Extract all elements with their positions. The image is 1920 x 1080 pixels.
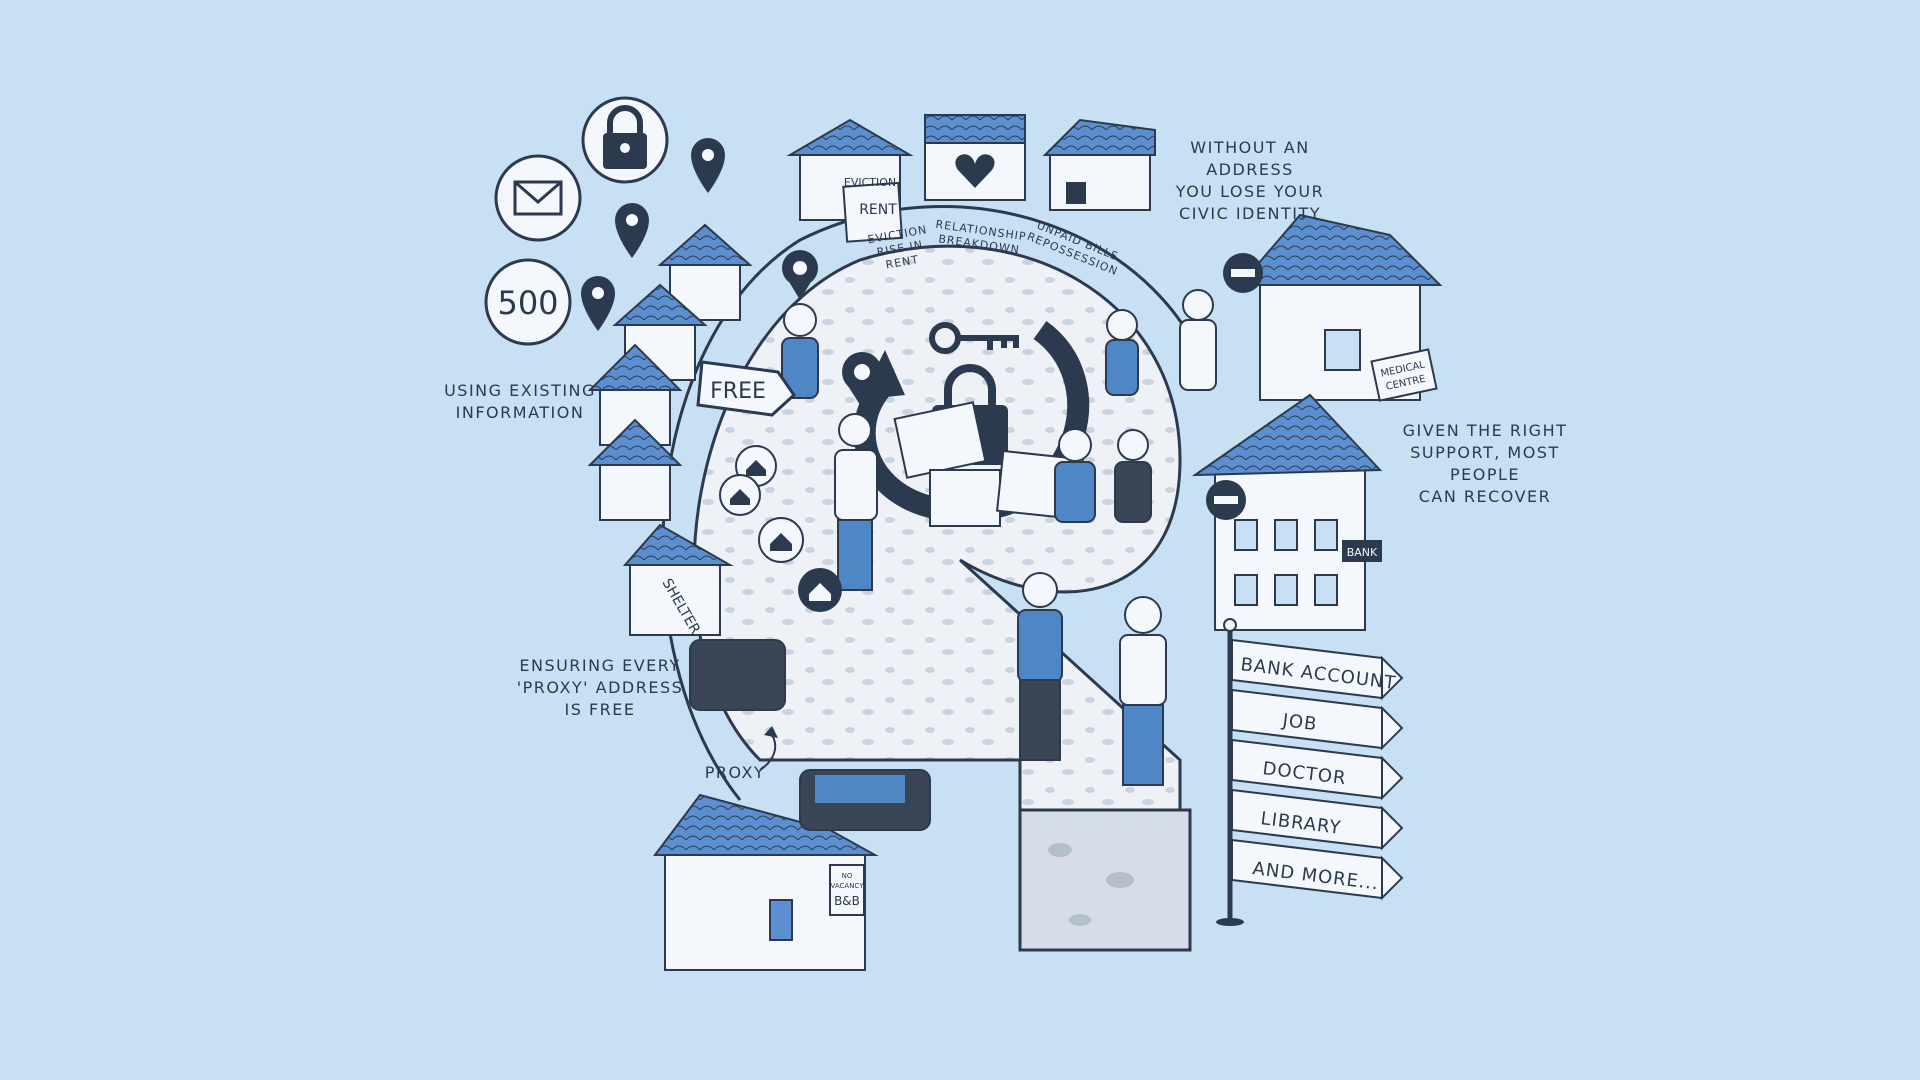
map-pin-icon: [615, 203, 649, 258]
map-pin-icon: [782, 250, 818, 300]
envelope-icon: [494, 154, 582, 242]
bnb-sign: NO VACANCY B&B: [829, 864, 865, 916]
svg-text:B&B: B&B: [834, 894, 860, 908]
signpost-arrow: BANK ACCOUNT: [1231, 638, 1404, 701]
stone-wall: [1018, 808, 1192, 952]
svg-text:VACANCY: VACANCY: [831, 882, 865, 890]
spiral-road: [661, 205, 1212, 952]
home-icon: [758, 517, 804, 563]
svg-text:BANK: BANK: [1347, 546, 1378, 559]
free-tag: FREE: [696, 360, 796, 417]
no-entry-icon: [1206, 480, 1246, 520]
sofa: [799, 769, 931, 831]
home-icon: [719, 474, 761, 516]
existing-info-annotation: USING EXISTING INFORMATION: [444, 381, 596, 422]
left-houses: [587, 223, 753, 636]
recover-annotation: GIVEN THE RIGHT SUPPORT, MOST PEOPLE CAN…: [1402, 421, 1568, 506]
broken-heart-icon: [955, 154, 995, 188]
shelter-house: [629, 559, 721, 636]
signpost-arrow: AND MORE...: [1231, 838, 1404, 901]
lock-icon: [581, 96, 669, 184]
svg-text:EVICTION: EVICTION: [844, 176, 896, 189]
map-pin-icon: [581, 276, 615, 331]
sofa: [689, 639, 786, 711]
house-repossession: [1042, 118, 1156, 211]
bank-sign: BANK: [1342, 540, 1382, 562]
home-icon: [798, 568, 842, 612]
padlock-icon: [1066, 182, 1086, 204]
house-relationship: [924, 114, 1026, 201]
proxy-annotation: PROXY: [704, 763, 766, 782]
people: [781, 289, 1217, 786]
proxy-free-annotation: ENSURING EVERY 'PROXY' ADDRESS IS FREE: [516, 656, 684, 719]
signpost-arrow: LIBRARY: [1231, 788, 1404, 851]
signpost-arrow: JOB: [1231, 688, 1404, 751]
civic-identity-annotation: WITHOUT AN ADDRESS YOU LOSE YOUR CIVIC I…: [1175, 138, 1325, 223]
eviction-sign: EVICTION RENT: [844, 176, 897, 218]
count-badge: 500: [484, 258, 572, 346]
no-entry-icon: [1223, 253, 1263, 293]
medical-centre-sign: MEDICAL CENTRE: [1370, 348, 1438, 402]
svg-text:JOB: JOB: [1280, 710, 1318, 735]
house-eviction: [786, 118, 914, 243]
free-tag-label: FREE: [710, 379, 766, 404]
id-document: [929, 469, 1001, 527]
signpost-arrow: DOCTOR: [1231, 738, 1404, 801]
svg-text:RENT: RENT: [859, 202, 897, 218]
map-pin-icon: [842, 352, 882, 408]
signpost: BANK ACCOUNT JOB DOCTOR LIBRARY AND MORE…: [1216, 618, 1404, 926]
count-label: 500: [497, 284, 558, 322]
key-icon: [929, 322, 1019, 354]
map-pin-icon: [691, 138, 725, 193]
svg-text:NO: NO: [842, 872, 853, 880]
